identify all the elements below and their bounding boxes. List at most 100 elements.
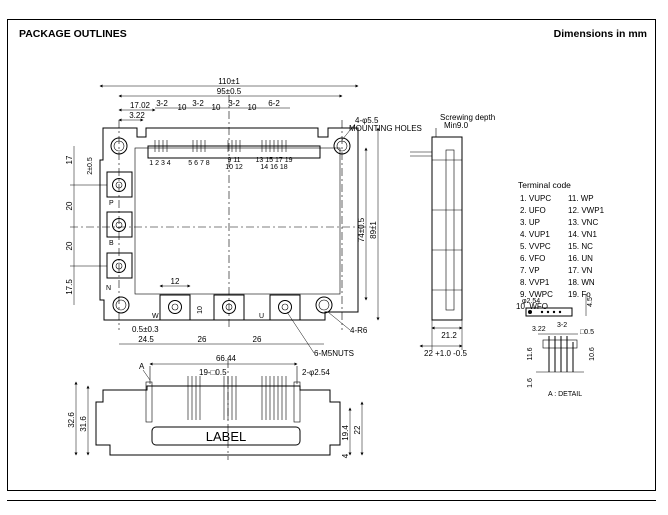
terminal-code-item: 15. NC <box>568 242 593 251</box>
terminal-code-item: 12. VWP1 <box>568 206 605 215</box>
detail-view: φ2.54 4.5 3.22 3-2 □0.5 11.6 10.6 1.6 A … <box>522 294 596 398</box>
terminal-code-item: 5. VVPC <box>520 242 551 251</box>
terminal-letter-w: W <box>152 313 159 320</box>
side-dim-22: 22 +1.0 -0.5 <box>424 349 467 358</box>
terminal-code-item: 14. VN1 <box>568 230 597 239</box>
pin-numbers-10-12: 10 12 <box>225 164 243 171</box>
side-dim-21-2: 21.2 <box>441 331 457 340</box>
front-dim-19-4: 19.4 <box>341 425 350 441</box>
terminal-code-item: 6. VFO <box>520 254 545 263</box>
dim-110: 110±1 <box>218 77 240 86</box>
dim-26-a: 26 <box>198 335 207 344</box>
dim-3-2-c: 3-2 <box>228 99 240 108</box>
left-terminal-icons <box>106 171 133 279</box>
note-nuts: 6-M5NUTS <box>314 349 354 358</box>
terminal-code-item: 4. VUP1 <box>520 230 550 239</box>
pin-numbers-1-4: 1 2 3 4 <box>149 160 171 167</box>
detail-dim-1-6: 1.6 <box>527 378 534 388</box>
dim-24-5: 24.5 <box>138 335 154 344</box>
module-outline <box>99 127 359 321</box>
dim-10-a: 10 <box>178 103 187 112</box>
dim-10-b: 10 <box>212 103 221 112</box>
terminal-code-item: 19. Fo <box>568 290 591 299</box>
detail-dim-4-5: 4.5 <box>587 297 594 307</box>
note-r6: 4-R6 <box>350 326 368 335</box>
dim-20-a: 20 <box>65 201 74 210</box>
terminal-code-item: 11. WP <box>568 194 594 203</box>
detail-dim-11-6: 11.6 <box>527 347 534 360</box>
note-mounting-holes: MOUNTING HOLES <box>349 124 422 133</box>
detail-pins <box>548 336 574 372</box>
terminal-letter-b: B <box>109 240 114 247</box>
label-box <box>151 426 301 446</box>
terminal-letter-u: U <box>259 313 264 320</box>
dim-10-c: 10 <box>248 103 257 112</box>
control-pin-strip <box>147 145 321 159</box>
terminal-code-item: 13. VNC <box>568 218 598 227</box>
dim-89: 89±1 <box>369 221 378 239</box>
dim-3-2-b: 3-2 <box>192 99 204 108</box>
drawing-frame <box>7 19 656 491</box>
front-dim-4: 4 <box>341 453 350 458</box>
output-terminal-icons <box>159 294 301 321</box>
detail-dim-sq: □0.5 <box>580 329 594 336</box>
dim-3-22: 3.22 <box>129 111 145 120</box>
detail-dim-3-22: 3.22 <box>532 326 546 333</box>
side-body <box>431 136 463 321</box>
pin-numbers-13-19: 13 15 17 19 <box>256 157 293 164</box>
dim-17: 17 <box>65 155 74 164</box>
terminal-letter-p: P <box>109 200 114 207</box>
front-dim-22: 22 <box>353 425 362 434</box>
dim-12: 12 <box>171 277 180 286</box>
terminal-code-item: 16. UN <box>568 254 593 263</box>
page-title: PACKAGE OUTLINES <box>19 28 127 40</box>
terminal-code-right-column: 11. WP 12. VWP1 13. VNC 14. VN1 15. NC 1… <box>568 194 605 299</box>
front-dim-32-6: 32.6 <box>67 412 76 428</box>
dim-17-02: 17.02 <box>130 101 151 110</box>
screw-depth-value: Min9.0 <box>444 121 469 130</box>
terminal-code-left-column: 1. VUPC 2. UFO 3. UP 4. VUP1 5. VVPC 6. … <box>516 194 553 311</box>
terminal-code-item: 18. WN <box>568 278 595 287</box>
terminal-code-title: Terminal code <box>518 180 571 190</box>
front-a-marker: A <box>139 362 145 371</box>
top-view: 1 2 3 4 5 6 7 8 9 11 10 12 13 15 17 19 1… <box>65 77 422 358</box>
dim-2: 2±0.5 <box>87 157 94 175</box>
front-view: LABEL 66.44 19-□0.5 2-φ2.54 A 32.6 31.6 … <box>67 354 364 460</box>
terminal-code-item: 1. VUPC <box>520 194 551 203</box>
front-body <box>95 385 341 456</box>
front-dim-2-phi: 2-φ2.54 <box>302 368 330 377</box>
note-hole-diameter: 4-φ5.5 <box>355 116 379 125</box>
side-view: Screwing depth Min9.0 21.2 22 +1.0 -0.5 <box>410 113 495 358</box>
screw-depth-label: Screwing depth <box>440 113 495 122</box>
terminal-code-item: 9. VWPC <box>520 290 553 299</box>
detail-strip <box>525 307 573 317</box>
terminal-code-item: 2. UFO <box>520 206 546 215</box>
dim-74: 74±0.5 <box>357 217 366 242</box>
terminal-code-item: 7. VP <box>520 266 540 275</box>
front-dim-66-44: 66.44 <box>216 354 237 363</box>
terminal-code-item: 3. UP <box>520 218 540 227</box>
terminal-code-item: 10. WFO <box>516 302 548 311</box>
bottom-rule <box>7 500 656 501</box>
dim-3-2-a: 3-2 <box>156 99 168 108</box>
dim-6-2: 6-2 <box>268 99 280 108</box>
detail-dim-10-6: 10.6 <box>589 347 596 361</box>
dim-10-vertical: 10 <box>197 306 204 314</box>
terminal-code-table: Terminal code 1. VUPC 2. UFO 3. UP 4. VU… <box>516 180 605 311</box>
detail-phi: φ2.54 <box>522 298 540 305</box>
control-pins <box>154 140 287 152</box>
pin-numbers-14-18: 14 16 18 <box>260 164 287 171</box>
detail-dim-3-2: 3-2 <box>557 322 567 329</box>
terminal-code-item: 8. VVP1 <box>520 278 550 287</box>
dim-20-b: 20 <box>65 241 74 250</box>
dim-26-b: 26 <box>253 335 262 344</box>
units-note: Dimensions in mm <box>553 28 647 40</box>
terminal-letter-n: N <box>106 285 111 292</box>
dim-17-5: 17.5 <box>65 279 74 295</box>
label-text: LABEL <box>206 429 246 444</box>
front-dim-31-6: 31.6 <box>79 416 88 432</box>
detail-caption: A : DETAIL <box>548 391 582 398</box>
dim-95: 95±0.5 <box>217 87 242 96</box>
dim-0-5: 0.5±0.3 <box>132 325 159 334</box>
